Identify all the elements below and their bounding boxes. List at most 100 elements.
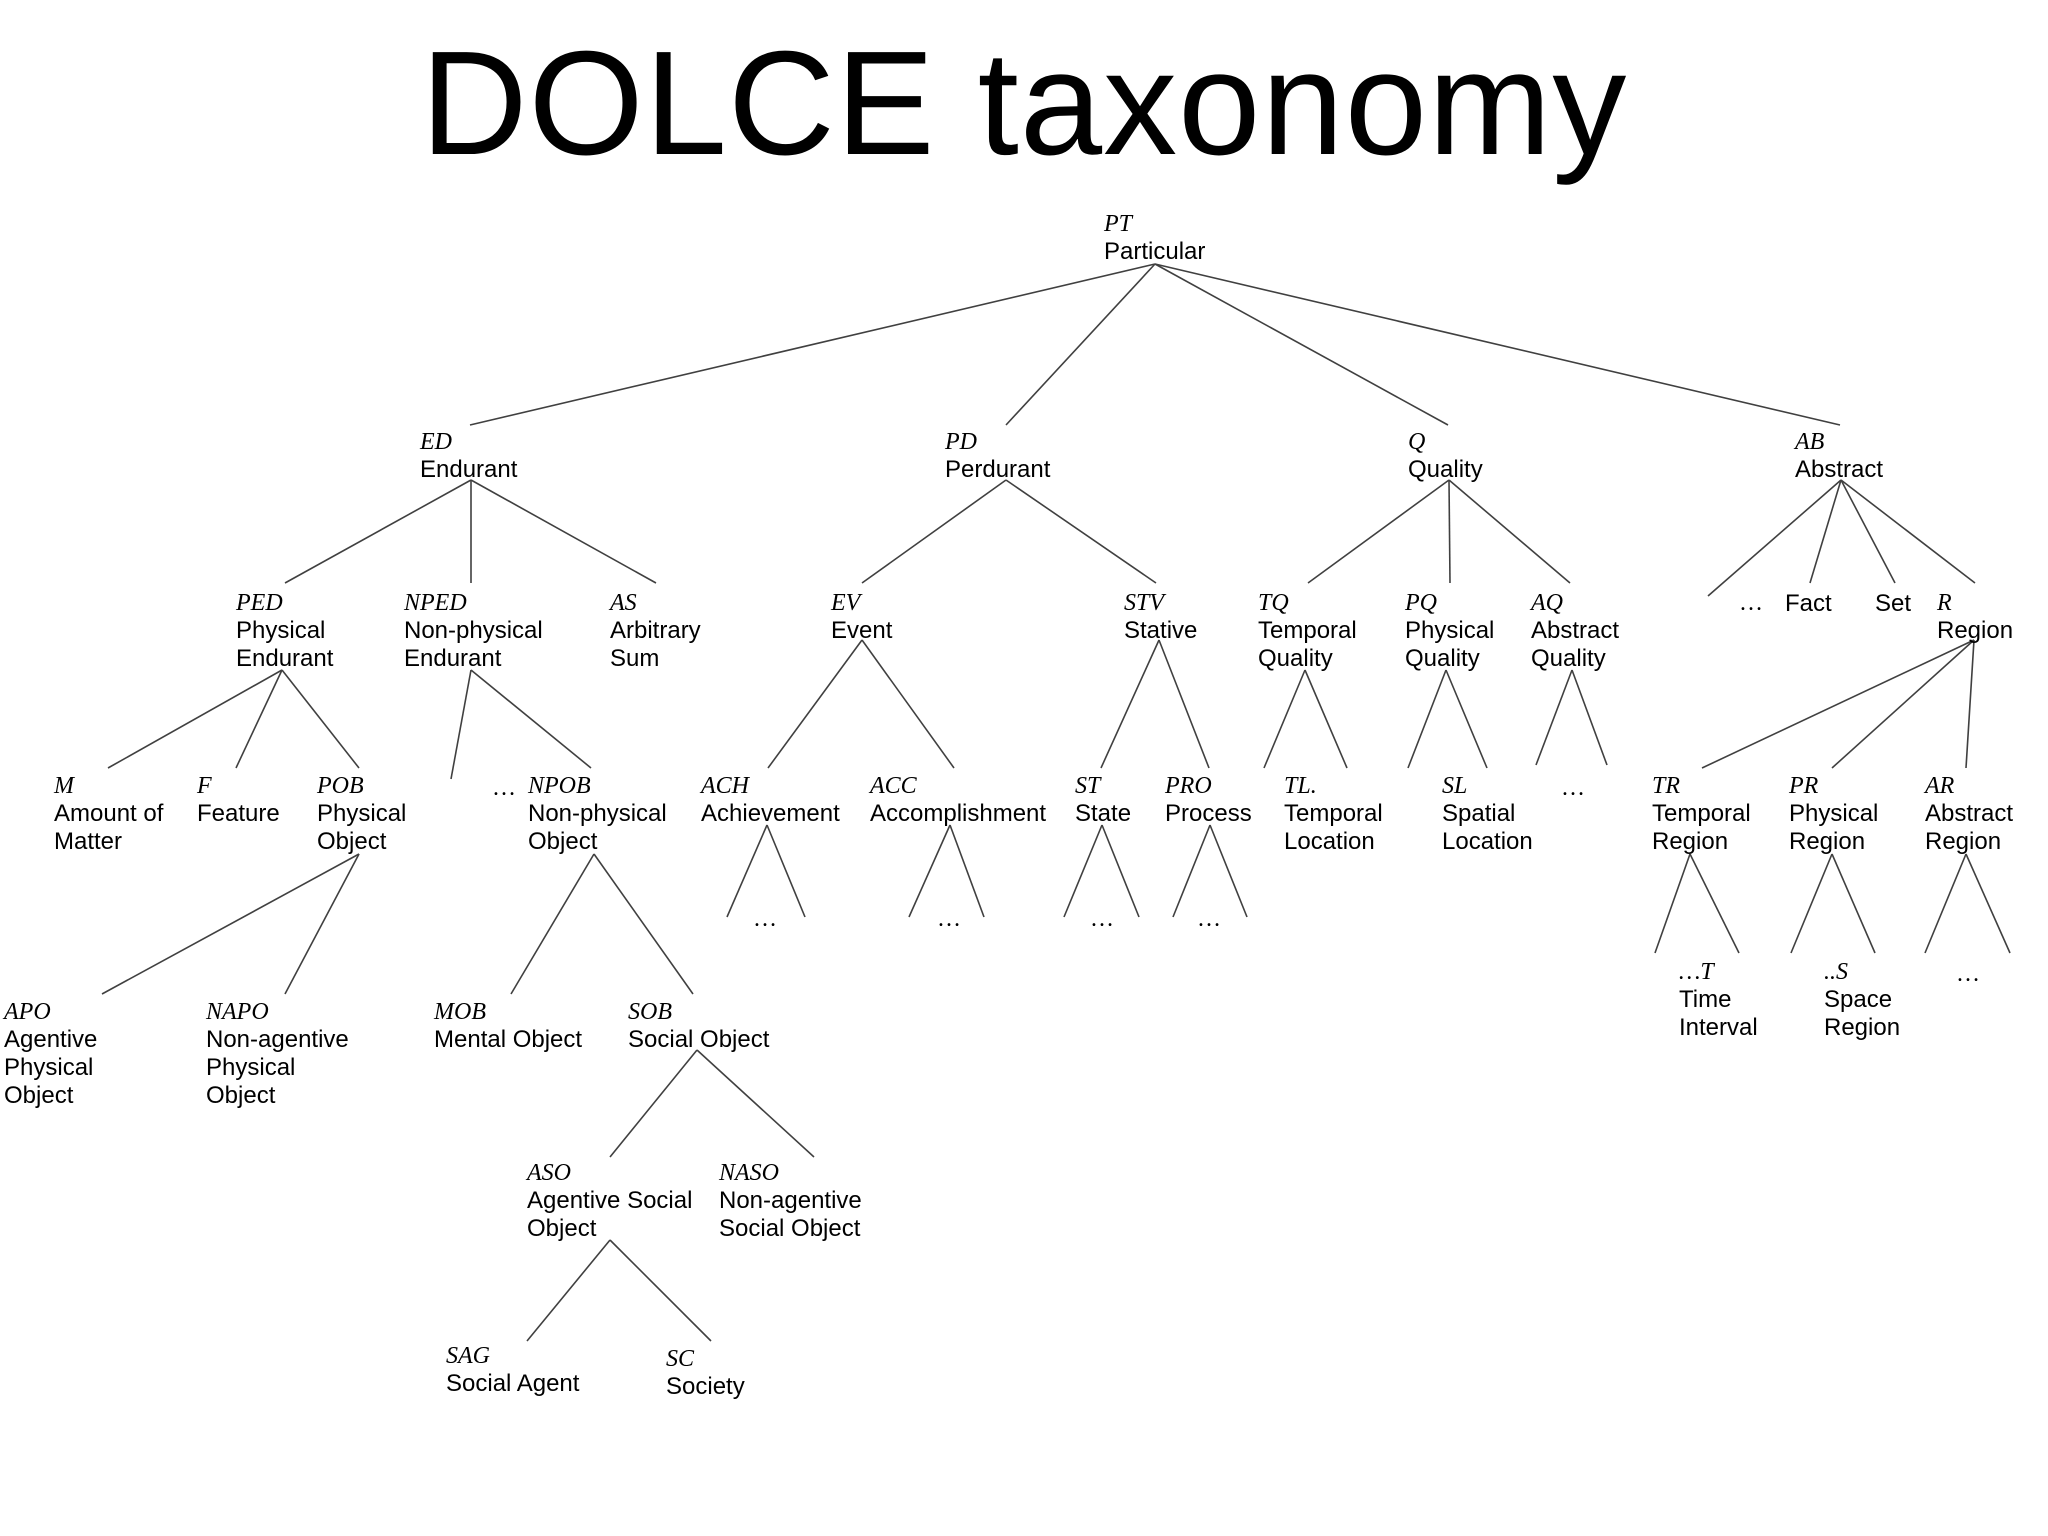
node-abbreviation: …T: [1679, 959, 1714, 985]
tree-edge: [861, 479, 1007, 584]
node-abbreviation: MOB: [434, 999, 486, 1025]
tree-edge: [1005, 263, 1156, 426]
node-label: Time Interval: [1679, 986, 1758, 1041]
node-abbreviation: NASO: [719, 1160, 779, 1186]
node-abbreviation: PRO: [1165, 773, 1212, 799]
tree-edge: [1154, 263, 1449, 426]
node-abbreviation: PR: [1789, 773, 1819, 799]
tree-edge: [1209, 824, 1248, 918]
node-label: Spatial Location: [1442, 800, 1533, 855]
node-abbreviation: TR: [1652, 773, 1681, 799]
node-label: Accomplishment: [870, 800, 1047, 827]
node-abbreviation: SOB: [628, 999, 672, 1025]
tree-edge: [470, 669, 592, 769]
node-label: Stative: [1124, 617, 1198, 644]
tree-edge: [1154, 263, 1841, 426]
ell-st-more: …: [1090, 906, 1114, 932]
node-label: Abstract: [1795, 456, 1884, 483]
node-abbreviation: SL: [1442, 773, 1468, 799]
node-label: Particular: [1104, 238, 1206, 265]
node-label: Abstract Region: [1925, 800, 2014, 855]
node-label: Arbitrary Sum: [610, 617, 701, 672]
node-abbreviation: AS: [610, 590, 637, 616]
tree-edge: [1263, 669, 1306, 769]
tree-edge: [281, 669, 360, 769]
node-abbreviation: Q: [1408, 429, 1426, 455]
tree-edge: [1701, 639, 1975, 769]
node-label: Physical Quality: [1405, 617, 1495, 672]
node-label: Process: [1165, 800, 1252, 827]
node-label: Physical Object: [317, 800, 407, 855]
tree-edge: [1063, 824, 1103, 918]
node-abbreviation: ACH: [701, 773, 749, 799]
tree-edge: [1654, 853, 1691, 954]
node-abbreviation: ST: [1075, 773, 1101, 799]
node-label: Non-physical Object: [528, 800, 667, 855]
ell-ach-more: …: [753, 906, 777, 932]
ell-aq-more: …: [1561, 775, 1585, 801]
tree-edge: [1304, 669, 1348, 769]
tree-edge: [284, 479, 472, 584]
node-abbreviation: AB: [1795, 429, 1825, 455]
tree-edge: [1965, 853, 2011, 954]
tree-edge: [1707, 479, 1842, 597]
node-label: Quality: [1408, 456, 1483, 483]
ell-ar-more: …: [1956, 961, 1980, 987]
tree-edge: [1790, 853, 1833, 954]
tree-edge: [1172, 824, 1211, 918]
tree-edge: [1535, 669, 1573, 766]
node-tl: TL.Temporal Location: [1284, 773, 1383, 856]
tree-edge: [908, 824, 951, 918]
node-label: Amount of Matter: [54, 800, 164, 855]
node-abbreviation: AQ: [1531, 590, 1563, 616]
tree-edge: [1005, 479, 1157, 584]
tree-edge: [1831, 853, 1876, 954]
tree-edge: [696, 1049, 815, 1158]
tree-edge: [949, 824, 985, 918]
node-abbreviation: POB: [317, 773, 364, 799]
node-label: Space Region: [1824, 986, 1901, 1041]
node-label: Set: [1875, 590, 1912, 617]
node-label: Non-physical Endurant: [404, 617, 543, 672]
node-label: Event: [831, 617, 893, 644]
node-abbreviation: PQ: [1405, 590, 1437, 616]
tree-edge: [235, 669, 283, 769]
node-abbreviation: PD: [945, 429, 977, 455]
tree-edge: [1100, 639, 1160, 769]
tree-edge: [609, 1239, 712, 1342]
node-abbreviation: M: [54, 773, 74, 799]
node-label: Temporal Quality: [1258, 617, 1357, 672]
node-abbreviation: STV: [1124, 590, 1165, 616]
node-abbreviation: NPOB: [528, 773, 591, 799]
node-label: State: [1075, 800, 1132, 827]
tree-edge: [101, 853, 360, 995]
node-label: Social Object: [628, 1026, 770, 1053]
